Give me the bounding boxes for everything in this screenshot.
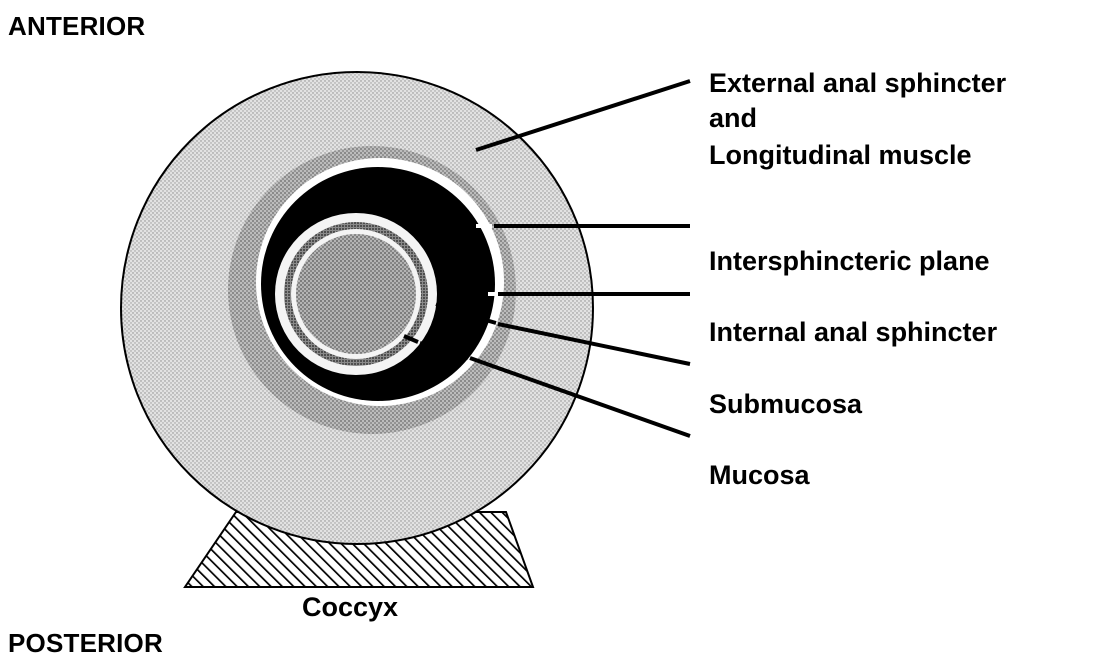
label-external-sphincter-line1: External anal sphincter	[709, 68, 1006, 99]
label-intersphincteric-plane: Intersphincteric plane	[709, 246, 990, 277]
leader-external	[476, 81, 690, 150]
coccyx-label: Coccyx	[302, 592, 398, 623]
label-longitudinal-muscle: Longitudinal muscle	[709, 140, 972, 171]
label-mucosa: Mucosa	[709, 460, 810, 491]
lumen	[296, 234, 416, 354]
label-submucosa: Submucosa	[709, 389, 862, 420]
label-external-sphincter-line2: and	[709, 103, 757, 134]
label-internal-sphincter: Internal anal sphincter	[709, 317, 997, 348]
